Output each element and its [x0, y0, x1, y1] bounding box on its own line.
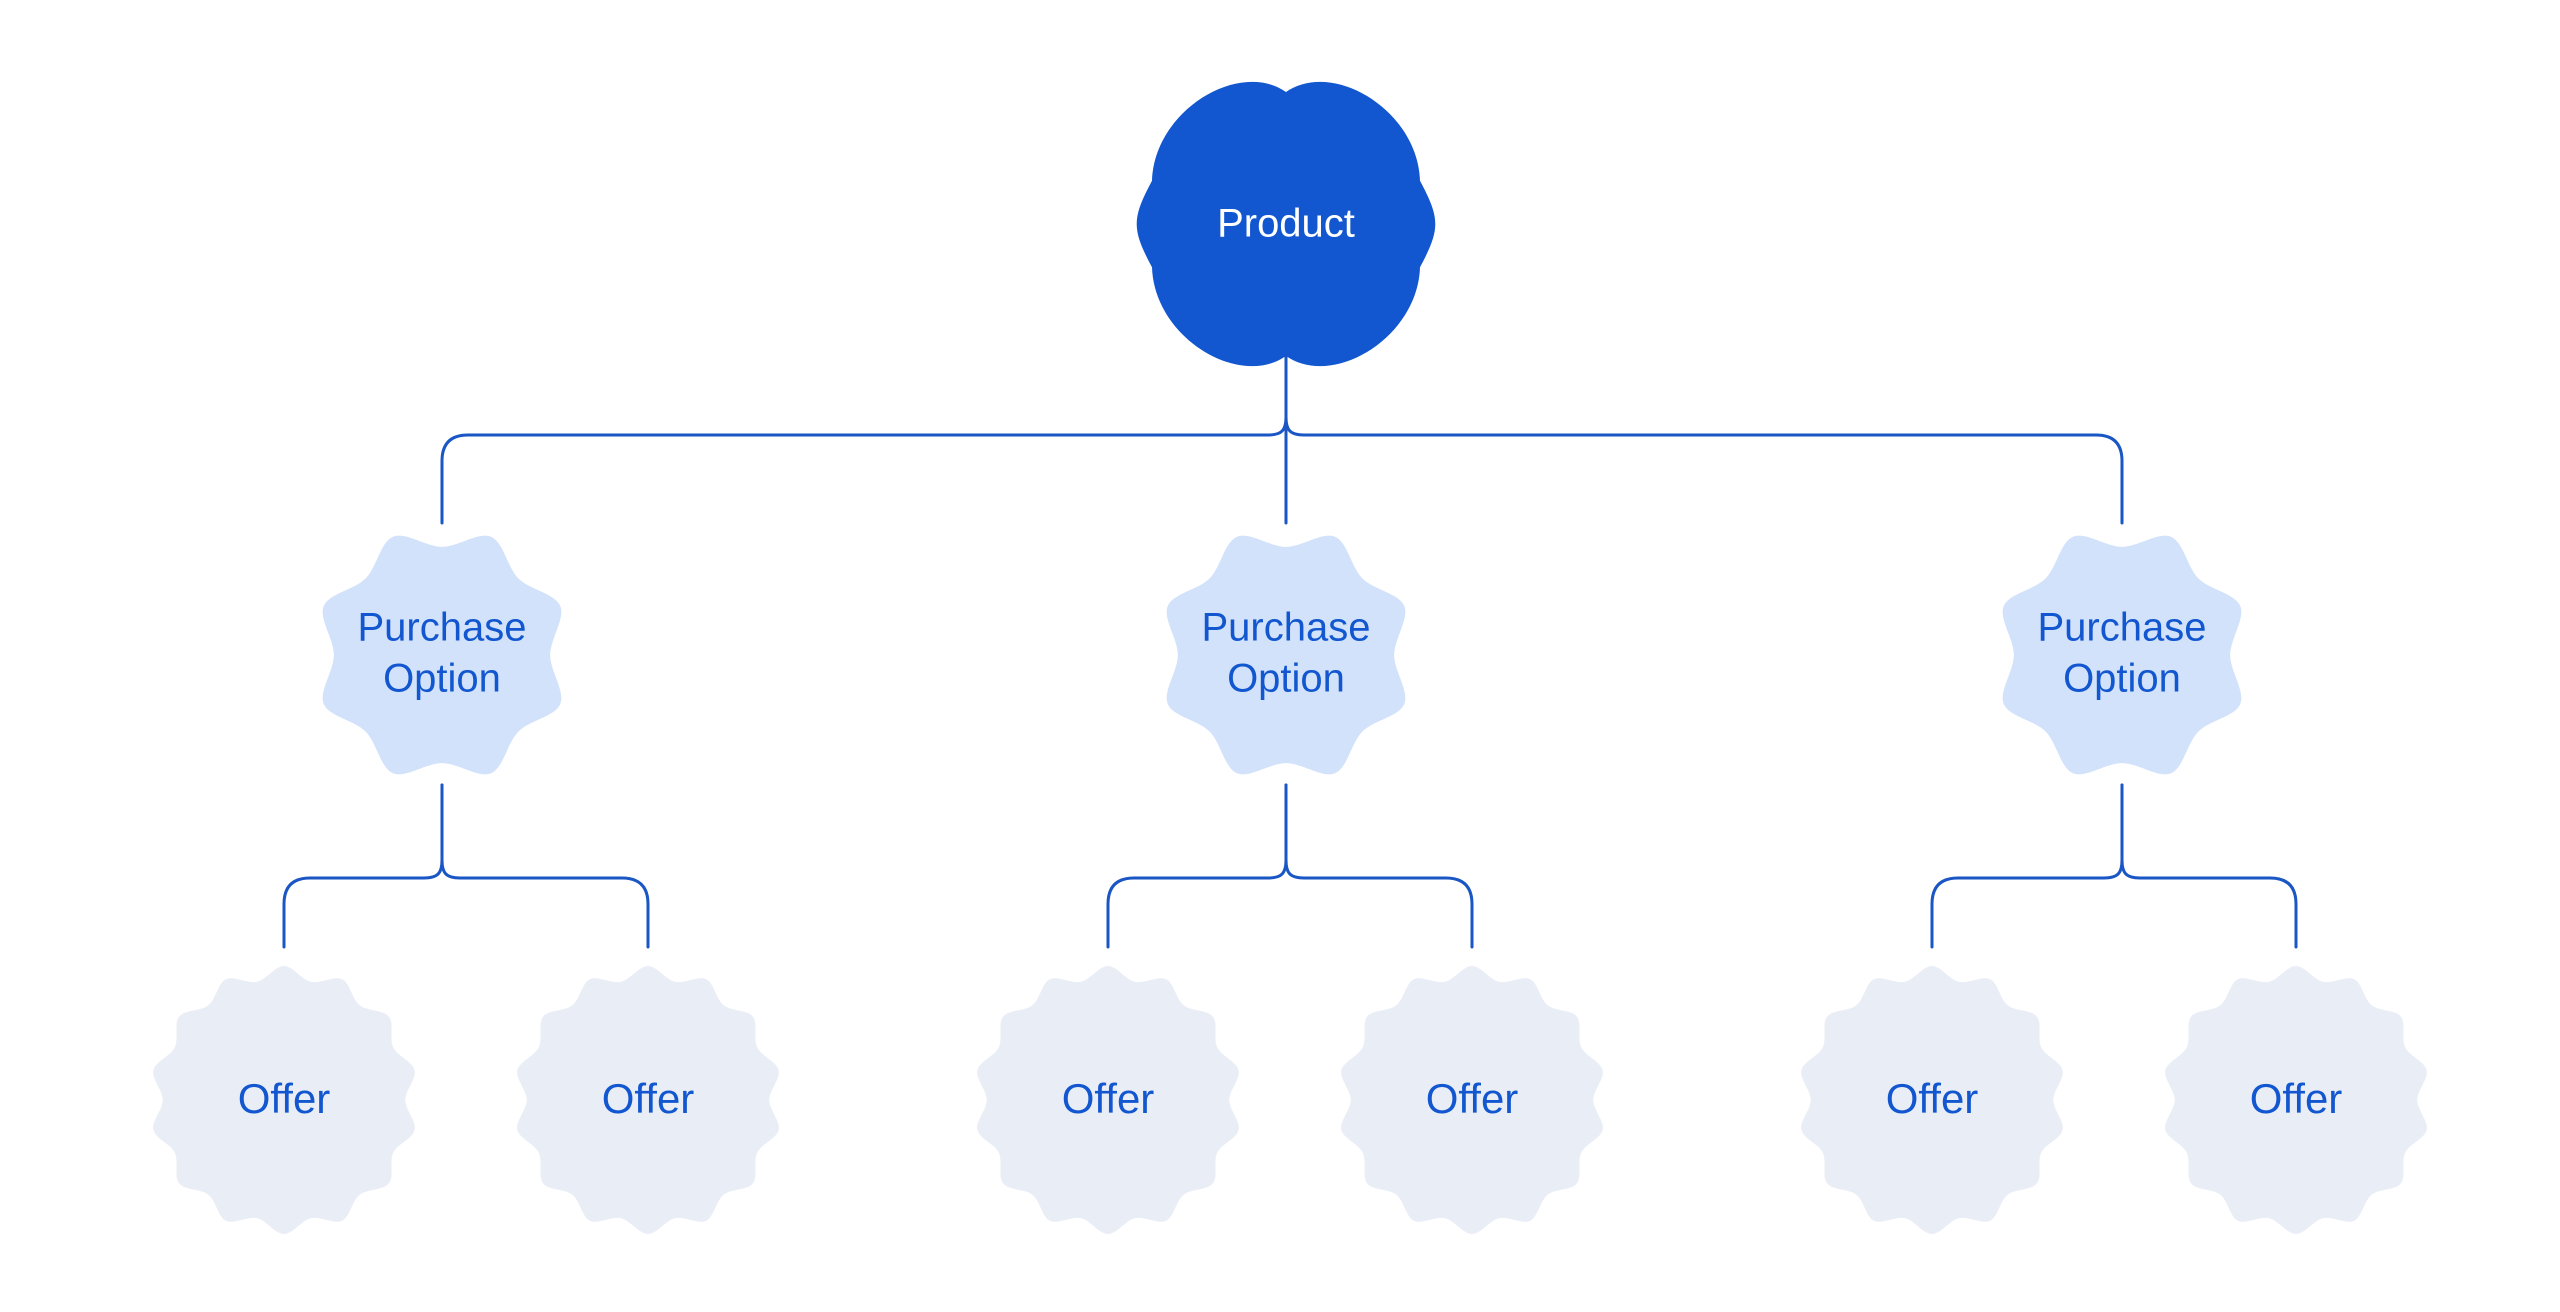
- purchase-option-label-line2: Option: [383, 657, 501, 701]
- edge-purchase-option-1-to-offer-2: [440, 783, 650, 949]
- purchase-option-label-line2: Option: [1227, 657, 1345, 701]
- product-label: Product: [1217, 202, 1355, 246]
- offer-scallop-shape: [517, 966, 779, 1234]
- node-layer: ProductPurchaseOptionPurchaseOptionPurch…: [153, 81, 2427, 1234]
- offer-label: Offer: [1426, 1075, 1519, 1122]
- node-product[interactable]: Product: [1136, 81, 1436, 367]
- purchase-option-flower-shape: [322, 535, 562, 775]
- offer-scallop-shape: [2165, 966, 2427, 1234]
- node-offer-6[interactable]: Offer: [2165, 966, 2427, 1234]
- edge-product-to-purchase-option-3: [1284, 343, 2124, 525]
- purchase-option-label-line2: Option: [2063, 657, 2181, 701]
- offer-scallop-shape: [1801, 966, 2063, 1234]
- node-offer-1[interactable]: Offer: [153, 966, 415, 1234]
- offer-label: Offer: [238, 1075, 331, 1122]
- edge-purchase-option-2-to-offer-4: [1284, 783, 1474, 949]
- offer-label: Offer: [602, 1075, 695, 1122]
- purchase-option-flower-shape: [1166, 535, 1406, 775]
- offer-label: Offer: [1062, 1075, 1155, 1122]
- offer-scallop-shape: [153, 966, 415, 1234]
- node-offer-3[interactable]: Offer: [977, 966, 1239, 1234]
- node-offer-5[interactable]: Offer: [1801, 966, 2063, 1234]
- edge-purchase-option-1-to-offer-1: [282, 783, 444, 949]
- edge-purchase-option-3-to-offer-5: [1930, 783, 2124, 949]
- offer-label: Offer: [1886, 1075, 1979, 1122]
- purchase-option-label-line1: Purchase: [358, 606, 527, 650]
- connector-layer: [282, 343, 2298, 949]
- offer-label: Offer: [2250, 1075, 2343, 1122]
- node-offer-2[interactable]: Offer: [517, 966, 779, 1234]
- purchase-option-label-line1: Purchase: [1202, 606, 1371, 650]
- purchase-option-flower-shape: [2002, 535, 2242, 775]
- node-offer-4[interactable]: Offer: [1341, 966, 1603, 1234]
- offer-scallop-shape: [1341, 966, 1603, 1234]
- product-blob-shape: [1136, 81, 1436, 367]
- edge-purchase-option-3-to-offer-6: [2120, 783, 2298, 949]
- edge-purchase-option-2-to-offer-3: [1106, 783, 1288, 949]
- edge-product-to-purchase-option-1: [440, 343, 1288, 525]
- offer-scallop-shape: [977, 966, 1239, 1234]
- purchase-option-label-line1: Purchase: [2038, 606, 2207, 650]
